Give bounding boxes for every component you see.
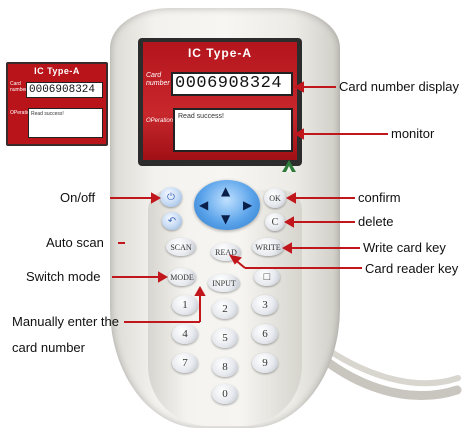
square-icon: □ [263,271,271,283]
screen-operation-label: OPeration [146,118,174,124]
brand-logo-icon [282,160,296,172]
screen-title: IC Type-A [187,46,253,60]
power-icon: ⏻ [167,191,175,203]
inset-card-label: Card number [10,81,27,93]
read-button-label: READ [215,247,237,257]
power-button[interactable]: ⏻ [160,187,182,207]
label-switch-mode: Switch mode [26,269,101,284]
undo-icon: ↶ [167,215,177,227]
key-4[interactable]: 4 [172,324,198,344]
key-0[interactable]: 0 [212,384,238,404]
key-2[interactable]: 2 [212,299,238,319]
inset-card-number: 0006908324 [26,82,103,98]
inset-screen-zoom: IC Type-A Card number 0006908324 OPerati… [6,62,108,146]
key-9-label: 9 [262,357,268,369]
write-button[interactable]: WRITE [252,238,284,256]
key-7-label: 7 [182,357,188,369]
label-delete: delete [358,214,394,229]
clear-button-label: C [271,216,279,228]
monitor-area: Read success! [173,108,293,152]
mode-button-label: MODE [170,272,194,282]
key-7[interactable]: 7 [172,353,198,373]
key-1-label: 1 [182,299,188,311]
ok-button[interactable]: OK [264,188,286,208]
read-button[interactable]: READ [211,243,241,261]
back-button[interactable]: ↶ [162,212,182,230]
inset-screen-title: IC Type-A [34,66,80,76]
write-button-label: WRITE [255,242,281,252]
clear-button[interactable]: C [265,213,285,231]
key-0-label: 0 [222,388,228,400]
key-1[interactable]: 1 [172,295,198,315]
key-3-label: 3 [262,299,268,311]
key-6[interactable]: 6 [252,324,278,344]
inset-operation-label: OPeration [10,110,33,116]
label-confirm: confirm [358,190,401,205]
label-card-number-display: Card number display [339,79,459,94]
label-card-reader-key: Card reader key [365,261,459,276]
scan-button-label: SCAN [170,242,192,252]
key-5-label: 5 [222,332,228,344]
label-on-off: On/off [60,190,96,205]
label-auto-scan: Auto scan [46,235,104,250]
key-3[interactable]: 3 [252,295,278,315]
key-5[interactable]: 5 [212,328,238,348]
screen-card-label: Card number [146,72,170,87]
key-6-label: 6 [262,328,268,340]
label-manual-entry-line1: Manually enter the [12,314,119,329]
key-8-label: 8 [222,361,228,373]
arrow-left-icon[interactable]: ◀ [199,198,209,212]
device-screen: IC Type-A Card number 0006908324 OPerati… [143,42,297,160]
square-button[interactable]: □ [254,268,280,286]
inset-monitor-text: Read success! [28,108,103,138]
arrow-right-icon[interactable]: ▶ [243,198,253,212]
label-monitor: monitor [391,126,435,141]
input-button-label: INPUT [212,278,236,288]
key-4-label: 4 [182,328,188,340]
scan-button[interactable]: SCAN [166,238,196,256]
key-2-label: 2 [222,303,228,315]
arrow-down-icon[interactable]: ▼ [221,212,231,226]
card-number-display: 0006908324 [171,72,293,96]
direction-pad[interactable]: ▲ ▼ ◀ ▶ [194,180,260,230]
mode-button[interactable]: MODE [168,268,196,286]
input-button[interactable]: INPUT [208,274,240,292]
key-8[interactable]: 8 [212,357,238,377]
ok-button-label: OK [269,193,281,203]
label-write-card-key: Write card key [363,240,446,255]
label-manual-entry-line2: card number [12,340,85,355]
arrow-up-icon[interactable]: ▲ [221,184,231,198]
key-9[interactable]: 9 [252,353,278,373]
